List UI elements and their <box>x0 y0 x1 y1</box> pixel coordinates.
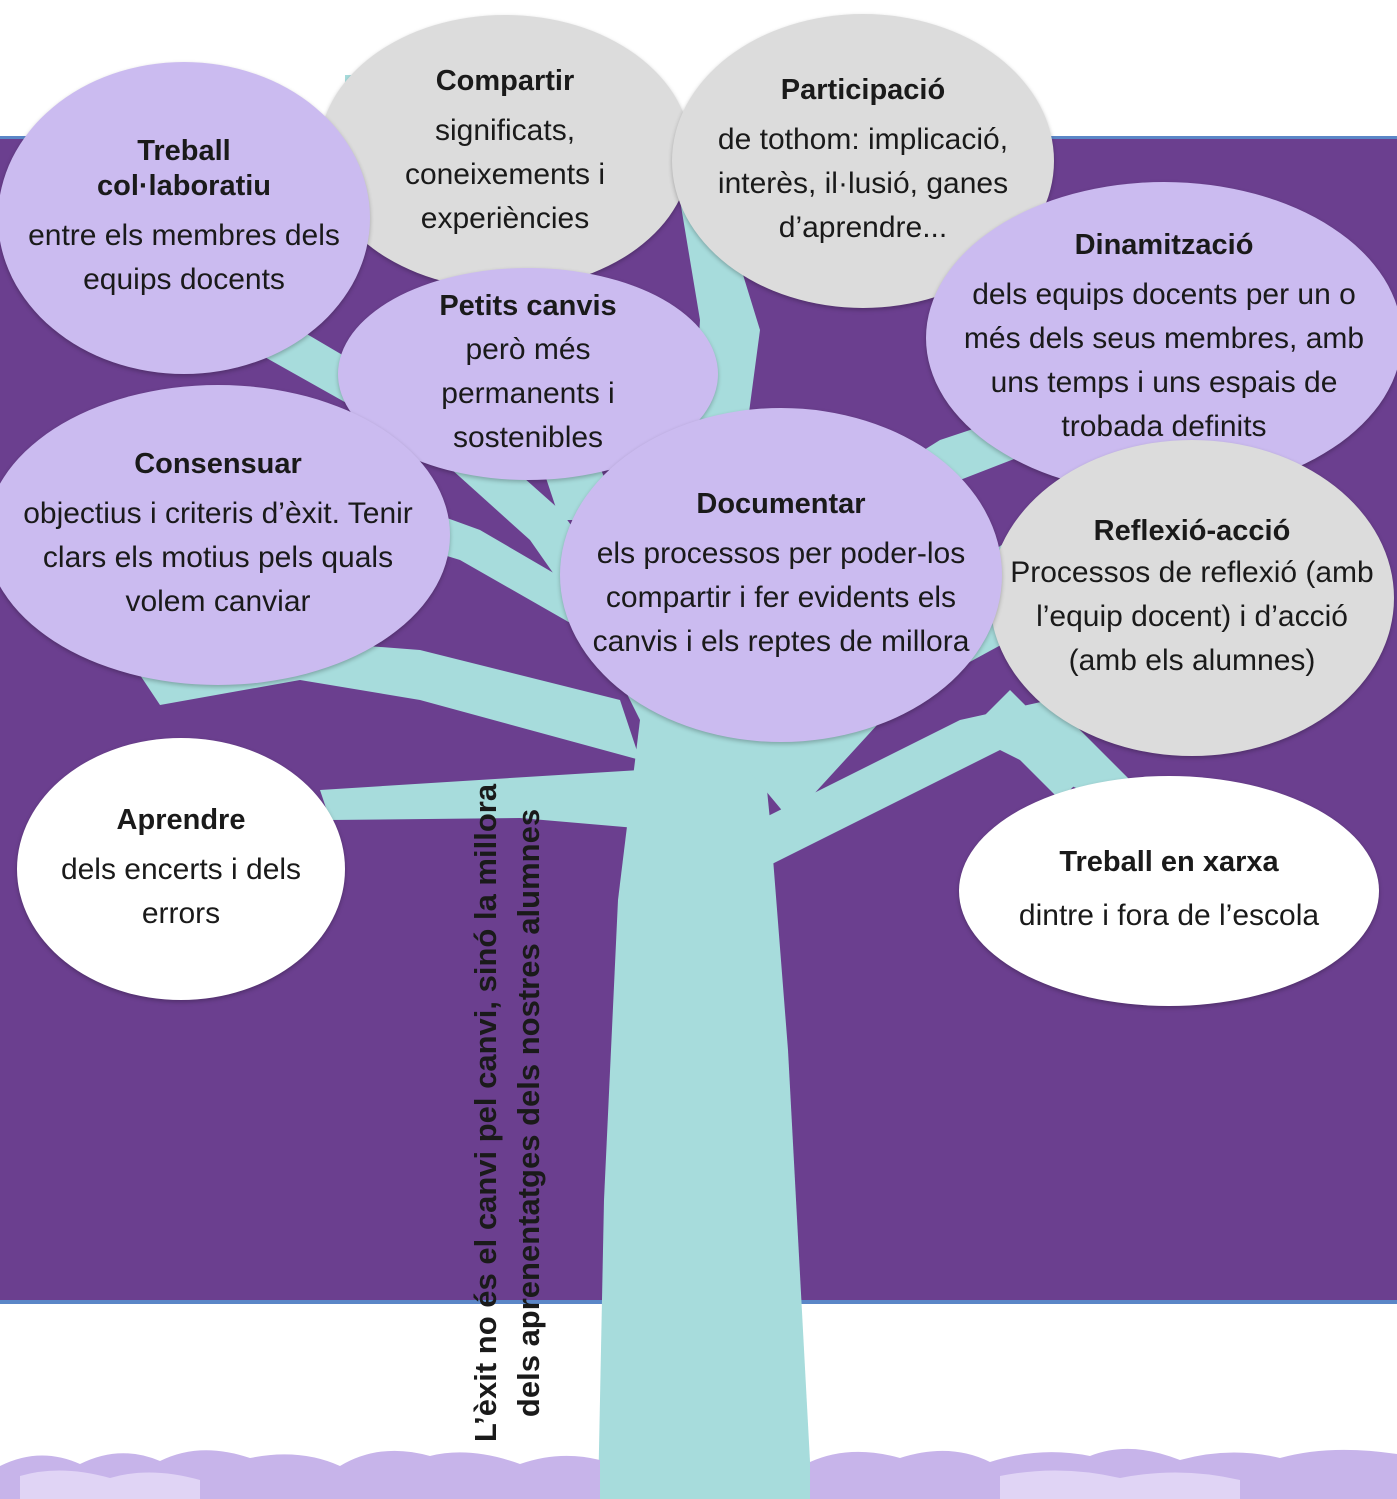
tree-trunk <box>598 720 812 1499</box>
bubble-treball-en-xarxa: Treball en xarxa dintre i fora de l’esco… <box>959 776 1379 1006</box>
bubble-documentar: Documentar els processos per poder-los c… <box>560 408 1002 742</box>
bubble-aprendre-body: dels encerts i dels errors <box>60 852 302 930</box>
grass-decoration <box>0 1448 1397 1499</box>
bubble-reflexio-accio-body: Processos de reflexió (amb l’equip docen… <box>1010 555 1374 677</box>
bubble-participacio-title: Participació <box>780 73 946 106</box>
trunk-caption: L’èxit no és el canvi pel canvi, sinó la… <box>457 784 557 1442</box>
bubble-petits-canvis-title: Petits canvis <box>439 289 617 322</box>
bubble-petits-canvis-body: però més permanents i sostenibles <box>441 332 615 454</box>
bubble-treball-en-xarxa-title: Treball en xarxa <box>1059 845 1279 878</box>
bubble-consensuar: Consensuar objectius i criteris d’èxit. … <box>0 385 450 685</box>
bubble-compartir-body: significats, coneixements i experiències <box>404 113 606 235</box>
trunk-caption-line-1: L’èxit no és el canvi pel canvi, sinó la… <box>468 783 503 1443</box>
bubble-treball-collaboratiu-title: Treball col·laboratiu <box>96 135 271 202</box>
bubble-reflexio-accio-title: Reflexió-acció <box>1093 514 1291 547</box>
bubble-aprendre: Aprendre dels encerts i dels errors <box>17 738 345 1000</box>
bubble-compartir: Compartir significats, coneixements i ex… <box>319 15 691 289</box>
bubble-treball-en-xarxa-body: dintre i fora de l’escola <box>1018 898 1320 932</box>
bubble-dinamitzacio: Dinamització dels equips docents per un … <box>926 182 1397 494</box>
bubble-treball-collaboratiu-body: entre els membres dels equips docents <box>28 219 340 296</box>
bubble-compartir-title: Compartir <box>435 64 575 97</box>
bubble-aprendre-title: Aprendre <box>116 803 246 836</box>
bubble-participacio-body: de tothom: implicació, interès, il·lusió… <box>717 122 1009 244</box>
bubble-consensuar-body: objectius i criteris d’èxit. Tenir clars… <box>23 496 413 618</box>
trunk-caption-line-2: dels aprenentatges dels nostres alumnes <box>511 808 546 1418</box>
bubble-consensuar-title: Consensuar <box>134 447 302 480</box>
bubble-dinamitzacio-body: dels equips docents per un o més dels se… <box>963 277 1365 443</box>
tree-branch-aprendre <box>320 770 660 830</box>
bubble-documentar-body: els processos per poder-los compartir i … <box>592 536 970 658</box>
tree-branch-right-xarxa <box>980 690 1090 800</box>
bubble-reflexio-accio: Reflexió-acció Processos de reflexió (am… <box>990 440 1394 756</box>
bubble-documentar-title: Documentar <box>696 487 866 520</box>
bubble-treball-collaboratiu: Treball col·laboratiu entre els membres … <box>0 62 370 374</box>
bubble-dinamitzacio-title: Dinamització <box>1074 228 1254 261</box>
